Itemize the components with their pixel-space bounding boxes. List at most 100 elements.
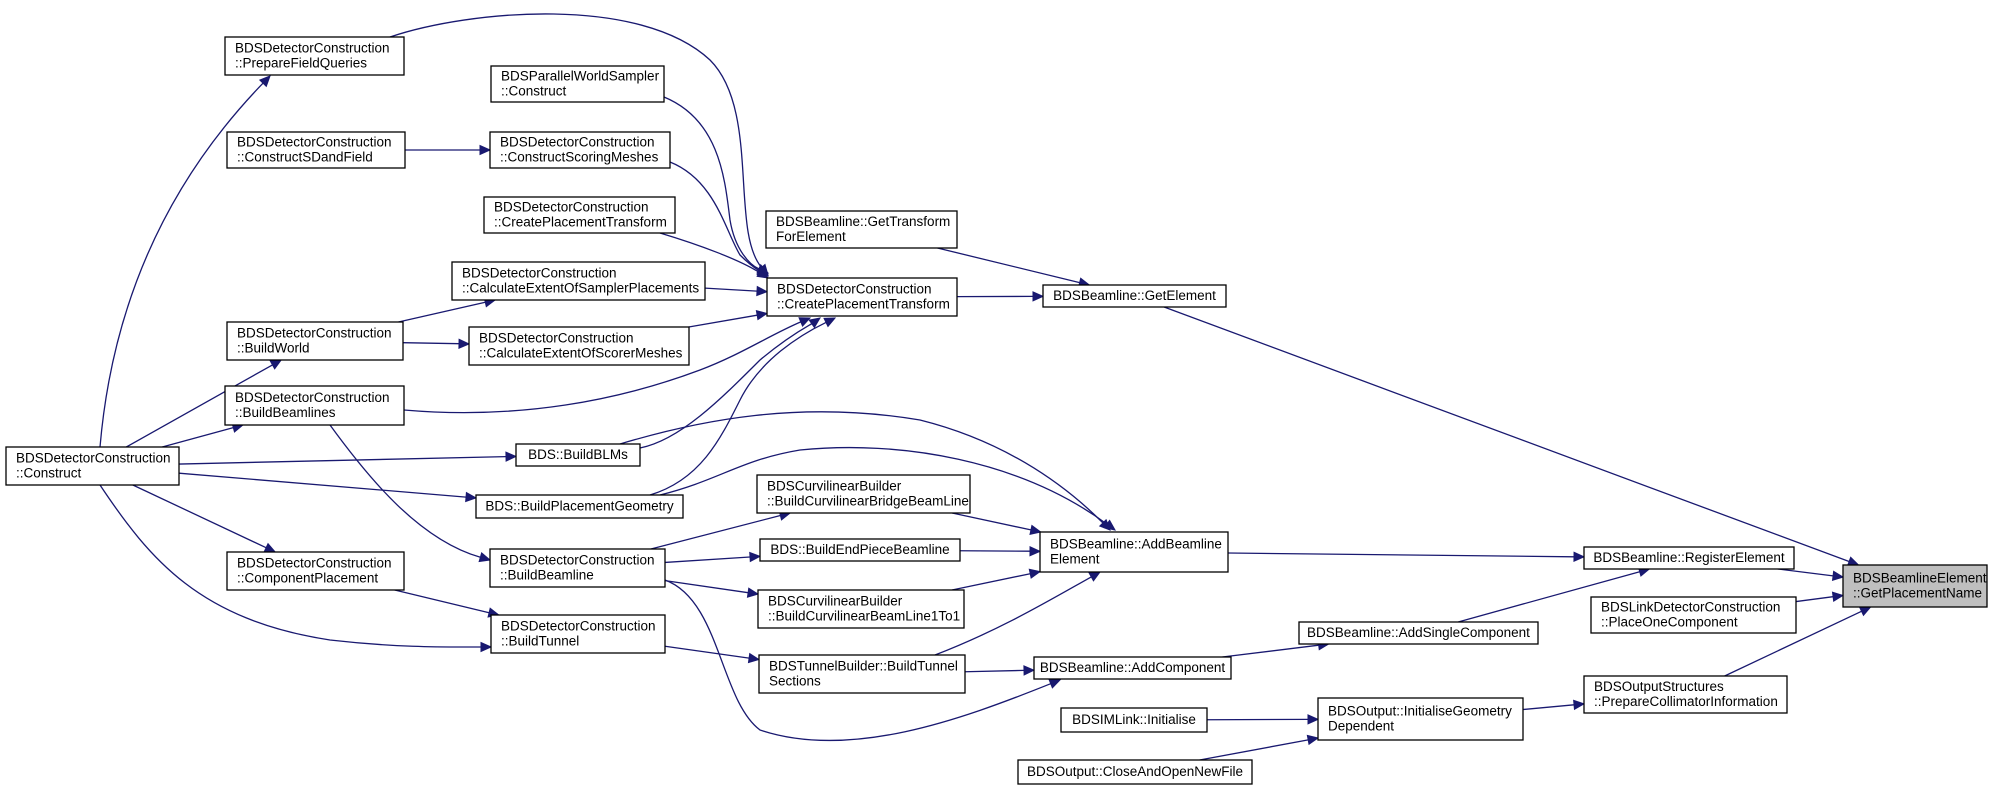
node-buildEndPieceBeamline[interactable]: BDS::BuildEndPieceBeamline bbox=[759, 538, 961, 562]
arrowhead-icon bbox=[1028, 568, 1042, 579]
edge-construct-to-componentPlacement bbox=[132, 484, 277, 553]
arrowhead-icon bbox=[480, 641, 493, 653]
arrowhead-icon bbox=[1858, 606, 1872, 617]
edge-buildBeamlines-to-buildBeamline bbox=[329, 424, 492, 563]
node-label: BDSBeamline::RegisterElement bbox=[1593, 550, 1785, 565]
arrowhead-icon bbox=[1088, 571, 1102, 582]
node-prepareCollimatorInformation[interactable]: BDSOutputStructures::PrepareCollimatorIn… bbox=[1583, 675, 1788, 714]
node-extentSamplerPlacements[interactable]: BDSDetectorConstruction::CalculateExtent… bbox=[451, 261, 706, 301]
node-buildBeamline[interactable]: BDSDetectorConstruction::BuildBeamline bbox=[489, 548, 666, 588]
edge-line bbox=[398, 301, 486, 323]
node-imlInitialise[interactable]: BDSIMLink::Initialise bbox=[1060, 707, 1208, 733]
node-constructScoringMeshes[interactable]: BDSDetectorConstruction::ConstructScorin… bbox=[489, 131, 671, 169]
node-label: BDSDetectorConstruction bbox=[235, 41, 390, 56]
node-box bbox=[451, 261, 706, 301]
arrowhead-icon bbox=[757, 263, 769, 276]
arrowhead-icon bbox=[747, 652, 761, 664]
edge-line bbox=[1457, 571, 1640, 623]
node-construct[interactable]: BDSDetectorConstruction::Construct bbox=[5, 446, 180, 486]
node-label: BDSBeamline::GetElement bbox=[1053, 288, 1216, 303]
node-box bbox=[1590, 596, 1797, 634]
arrowhead-icon bbox=[458, 338, 471, 349]
node-buildTunnel[interactable]: BDSDetectorConstruction::BuildTunnel bbox=[490, 614, 666, 654]
node-addComponent[interactable]: BDSBeamline::AddComponent bbox=[1033, 656, 1232, 680]
edge-line bbox=[162, 426, 234, 448]
node-label: BDSIMLink::Initialise bbox=[1072, 712, 1196, 727]
node-label: BDSOutputStructures bbox=[1594, 679, 1724, 694]
arrowhead-icon bbox=[1103, 519, 1116, 531]
edge-extentSamplerPlacements-to-createPlacementTransform bbox=[704, 285, 769, 297]
node-samplerConstruct[interactable]: BDSParallelWorldSampler::Construct bbox=[490, 65, 665, 103]
node-label: ::GetPlacementName bbox=[1853, 586, 1982, 601]
edge-line bbox=[664, 579, 1051, 742]
node-getElement[interactable]: BDSBeamline::GetElement bbox=[1042, 284, 1227, 308]
node-label: ::CalculateExtentOfScorerMeshes bbox=[479, 346, 683, 361]
edge-line bbox=[1522, 704, 1575, 711]
node-registerElement[interactable]: BDSBeamline::RegisterElement bbox=[1583, 546, 1795, 570]
node-label: BDSDetectorConstruction bbox=[16, 451, 171, 466]
arrowhead-icon bbox=[1032, 291, 1045, 302]
node-createPlacementTransform[interactable]: BDSDetectorConstruction::CreatePlacement… bbox=[766, 277, 958, 317]
node-placeOneComponent[interactable]: BDSLinkDetectorConstruction::PlaceOneCom… bbox=[1590, 596, 1797, 634]
edge-line bbox=[951, 573, 1031, 591]
node-buildPlacementGeometry[interactable]: BDS::BuildPlacementGeometry bbox=[475, 494, 684, 519]
node-label: ::PlaceOneComponent bbox=[1601, 615, 1738, 630]
node-createPlacementTransform2[interactable]: BDSDetectorConstruction::CreatePlacement… bbox=[483, 196, 676, 234]
node-label: ::Construct bbox=[16, 466, 82, 481]
node-label: BDSBeamline::AddSingleComponent bbox=[1307, 625, 1530, 640]
node-label: ::BuildBeamline bbox=[500, 568, 594, 583]
edge-addBeamlineElement-to-registerElement bbox=[1227, 551, 1586, 563]
edge-createPlacementTransform-to-getElement bbox=[956, 291, 1045, 302]
node-label: BDSLinkDetectorConstruction bbox=[1601, 600, 1780, 615]
node-buildWorld[interactable]: BDSDetectorConstruction::BuildWorld bbox=[226, 321, 404, 361]
edge-line bbox=[394, 589, 490, 614]
node-box bbox=[5, 446, 180, 486]
edge-line bbox=[664, 580, 749, 594]
node-constructSDandField[interactable]: BDSDetectorConstruction::ConstructSDandF… bbox=[226, 131, 406, 169]
arrowhead-icon bbox=[1831, 591, 1845, 603]
node-label: ::Construct bbox=[501, 84, 567, 99]
node-buildBLMs[interactable]: BDS::BuildBLMs bbox=[515, 443, 641, 467]
node-closeAndOpenNewFile[interactable]: BDSOutput::CloseAndOpenNewFile bbox=[1017, 759, 1253, 785]
edge-line bbox=[329, 424, 481, 558]
node-label: BDSTunnelBuilder::BuildTunnel bbox=[769, 659, 958, 674]
node-buildBridgeBeamLine[interactable]: BDSCurvilinearBuilder::BuildCurvilinearB… bbox=[756, 474, 971, 514]
edge-line bbox=[389, 13, 762, 268]
node-extentScorerMeshes[interactable]: BDSDetectorConstruction::CalculateExtent… bbox=[468, 326, 690, 366]
edge-line bbox=[669, 161, 760, 272]
node-label: BDSDetectorConstruction bbox=[501, 619, 656, 634]
node-getPlacementName[interactable]: BDSBeamlineElement::GetPlacementName bbox=[1842, 564, 1988, 608]
node-box bbox=[756, 474, 971, 514]
node-prepareFieldQueries[interactable]: BDSDetectorConstruction::PrepareFieldQue… bbox=[224, 36, 405, 76]
node-buildBeamlines[interactable]: BDSDetectorConstruction::BuildBeamlines bbox=[224, 385, 405, 426]
node-buildBeamLine1To1[interactable]: BDSCurvilinearBuilder::BuildCurvilinearB… bbox=[757, 589, 965, 629]
edge-line bbox=[1227, 552, 1575, 558]
node-box bbox=[475, 494, 684, 519]
edge-line bbox=[649, 321, 827, 496]
node-label: BDSBeamline::GetTransform bbox=[776, 214, 950, 229]
edge-buildWorld-to-extentScorerMeshes bbox=[402, 338, 471, 349]
edge-extentScorerMeshes-to-createPlacementTransform bbox=[688, 310, 769, 328]
node-box bbox=[1842, 564, 1988, 608]
node-label: BDSBeamline::AddBeamline bbox=[1050, 537, 1222, 552]
edge-line bbox=[178, 455, 507, 465]
node-addSingleComponent[interactable]: BDSBeamline::AddSingleComponent bbox=[1298, 621, 1539, 645]
node-label: BDSDetectorConstruction bbox=[500, 135, 655, 150]
node-componentPlacement[interactable]: BDSDetectorConstruction::ComponentPlacem… bbox=[226, 551, 405, 591]
arrowhead-icon bbox=[478, 552, 492, 563]
node-box bbox=[1298, 621, 1539, 645]
edge-line bbox=[639, 323, 813, 449]
edge-line bbox=[1222, 644, 1319, 658]
edge-buildBeamLine1To1-to-addBeamlineElement bbox=[951, 568, 1042, 591]
node-label: BDSBeamlineElement bbox=[1853, 571, 1987, 586]
edge-construct-to-buildBeamlines bbox=[162, 422, 245, 448]
node-label: BDSDetectorConstruction bbox=[777, 282, 932, 297]
node-box bbox=[759, 538, 961, 562]
edge-componentPlacement-to-buildTunnel bbox=[394, 589, 501, 618]
edge-buildTunnel-to-buildTunnelSections bbox=[664, 645, 761, 664]
arrowhead-icon bbox=[258, 75, 271, 88]
